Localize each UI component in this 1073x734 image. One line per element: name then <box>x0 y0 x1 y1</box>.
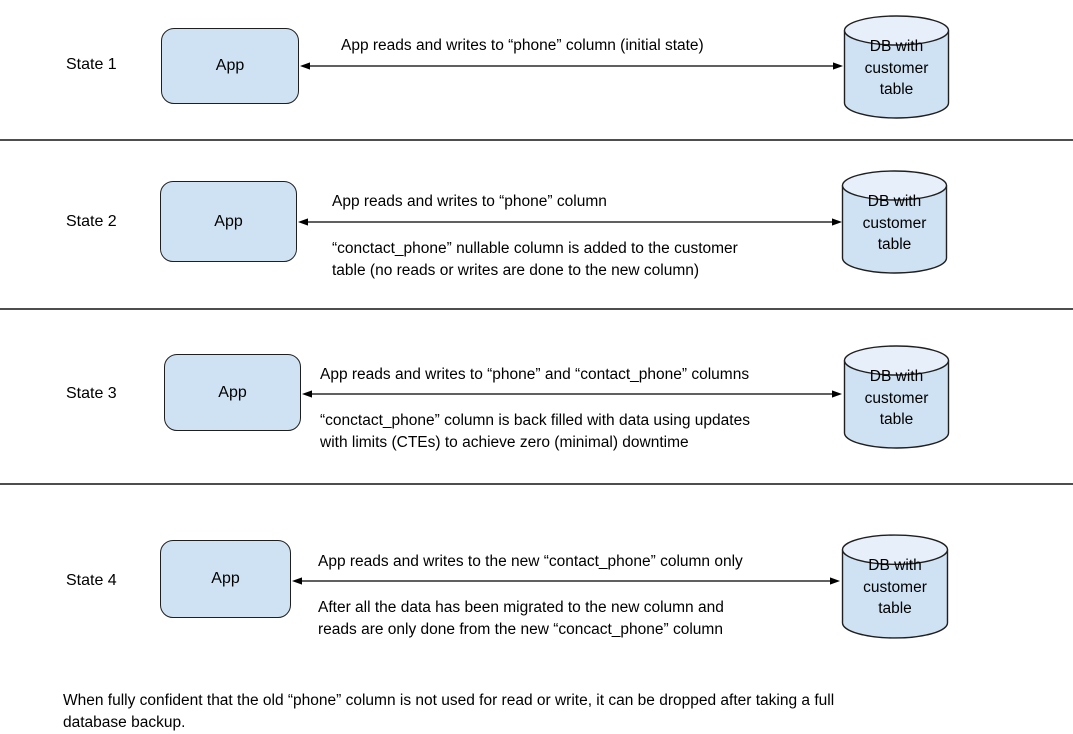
database-cylinder: DB with customer table <box>843 344 950 450</box>
arrow-label: App reads and writes to “phone” column <box>332 193 607 210</box>
row-note: “conctact_phone” column is back filled w… <box>320 412 750 451</box>
app-box: App <box>160 181 297 262</box>
app-box-label: App <box>214 212 243 230</box>
app-box-label: App <box>215 57 245 74</box>
arrow-label: App reads and writes to “phone” column (… <box>341 37 704 54</box>
state-4-label: State 4 <box>66 572 117 589</box>
database-cylinder-icon <box>841 170 948 274</box>
row-divider <box>0 483 1073 485</box>
database-cylinder-icon <box>843 15 950 119</box>
app-box-label: App <box>218 383 247 401</box>
row-divider <box>0 139 1073 141</box>
db-label: DB with customer table <box>863 557 927 617</box>
app-box-label: App <box>211 570 240 587</box>
bidirectional-arrow <box>302 390 842 398</box>
row-note: “conctact_phone” nullable column is adde… <box>332 240 738 279</box>
database-cylinder-icon <box>843 345 950 449</box>
app-box: App <box>164 354 301 431</box>
arrow-label: App reads and writes to “phone” and “con… <box>320 366 750 383</box>
app-box: App <box>161 28 299 104</box>
app-box: App <box>160 540 291 618</box>
state-3-label: State 3 <box>66 385 117 402</box>
database-cylinder: DB with customer table <box>843 14 950 120</box>
bidirectional-arrow <box>292 577 840 585</box>
bidirectional-arrow <box>298 218 842 226</box>
database-cylinder: DB with customer table <box>841 169 948 275</box>
footer-note: When fully confident that the old “phone… <box>63 692 835 731</box>
state-1-label: State 1 <box>66 56 117 73</box>
state-2-label: State 2 <box>66 213 117 230</box>
bidirectional-arrow <box>300 62 843 70</box>
db-label: DB with customer table <box>864 38 929 98</box>
database-cylinder: DB with customer table <box>841 533 949 640</box>
db-label: DB with customer table <box>864 368 929 428</box>
row-divider <box>0 308 1073 310</box>
database-cylinder-icon <box>841 534 949 639</box>
db-label: DB with customer table <box>862 193 927 253</box>
arrow-label: App reads and writes to the new “contact… <box>318 553 743 570</box>
row-note: After all the data has been migrated to … <box>318 599 724 638</box>
